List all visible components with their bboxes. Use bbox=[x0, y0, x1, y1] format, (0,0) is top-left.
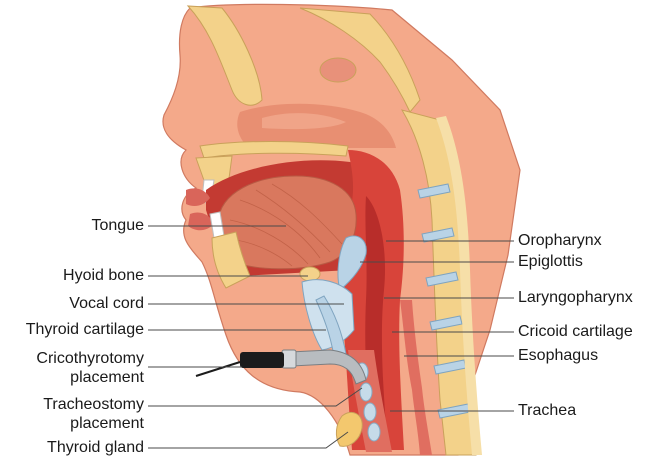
label-epiglottis: Epiglottis bbox=[518, 253, 583, 270]
leader-lines-left bbox=[148, 225, 363, 449]
label-laryngopharynx: Laryngopharynx bbox=[518, 289, 633, 306]
label-cricothyrotomy-line1: Cricothyrotomy bbox=[36, 350, 144, 367]
label-thyroid-gland: Thyroid gland bbox=[47, 439, 144, 456]
label-tongue: Tongue bbox=[91, 217, 145, 234]
leader-lines-right bbox=[360, 240, 514, 412]
label-cricoid-cartilage: Cricoid cartilage bbox=[518, 323, 633, 340]
cricothyrotomy-tube bbox=[289, 349, 367, 385]
esophagus-shape bbox=[400, 300, 432, 455]
turbinate bbox=[262, 113, 346, 130]
needle bbox=[195, 361, 241, 377]
hard-palate bbox=[199, 141, 349, 159]
label-oropharynx: Oropharynx bbox=[518, 232, 602, 249]
thyroid-gland-shape bbox=[335, 412, 363, 447]
label-hyoid-bone: Hyoid bone bbox=[63, 267, 144, 284]
label-vocal-cord: Vocal cord bbox=[69, 295, 144, 312]
skull-base bbox=[299, 7, 421, 113]
label-tracheostomy-line2: placement bbox=[70, 415, 144, 432]
tube-connector bbox=[281, 349, 297, 369]
label-trachea: Trachea bbox=[518, 402, 577, 419]
label-tracheostomy-line1: Tracheostomy bbox=[43, 396, 144, 413]
sinus-cavity bbox=[319, 57, 357, 83]
epiglottis-shape bbox=[337, 235, 367, 291]
upper-lip bbox=[186, 188, 210, 206]
label-cricothyrotomy-line2: placement bbox=[70, 369, 144, 386]
intervertebral-discs bbox=[417, 183, 471, 419]
spinal-cord bbox=[436, 116, 482, 455]
hyoid-bone-shape bbox=[299, 266, 321, 282]
nasal-bone bbox=[186, 5, 263, 106]
label-esophagus: Esophagus bbox=[518, 347, 599, 364]
tongue-muscle-fibers bbox=[229, 183, 343, 267]
label-thyroid-cartilage: Thyroid cartilage bbox=[25, 321, 144, 338]
syringe-body bbox=[240, 352, 284, 368]
